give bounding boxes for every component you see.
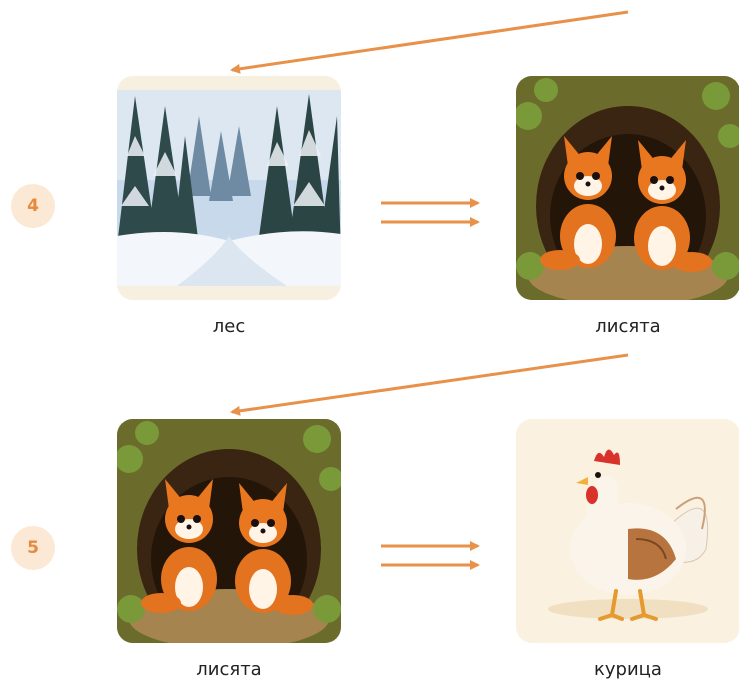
- double-arrow-row-4: [381, 198, 480, 227]
- double-arrow-row-5: [381, 541, 480, 570]
- fox-cubs-image: [516, 76, 739, 300]
- hen-image: [516, 419, 739, 643]
- caption-forest: лес: [212, 316, 246, 337]
- winter-forest-image: [117, 76, 341, 300]
- diagonal-arrow-top: [230, 10, 629, 74]
- caption-fox-cubs: лисята: [595, 316, 661, 337]
- row-number-badge: 5: [11, 526, 55, 570]
- caption-fox-cubs: лисята: [196, 659, 262, 680]
- fox-cubs-image: [117, 419, 341, 643]
- image-card-forest: [117, 76, 341, 300]
- diagonal-arrow-bottom: [230, 353, 629, 416]
- caption-hen: курица: [594, 659, 662, 680]
- image-card-fox-cubs: [516, 76, 739, 300]
- row-number-badge: 4: [11, 184, 55, 228]
- image-card-hen: [516, 419, 739, 643]
- image-card-fox-cubs: [117, 419, 341, 643]
